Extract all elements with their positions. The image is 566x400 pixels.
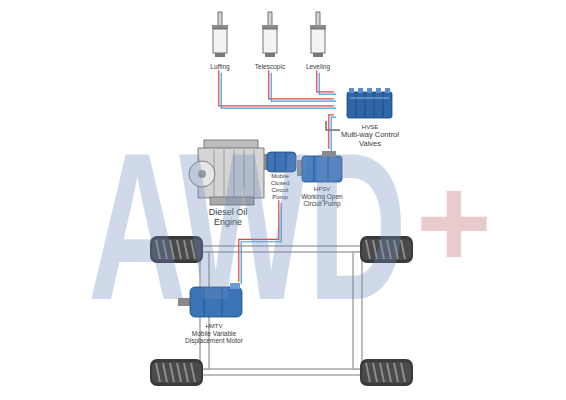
- watermark: AWD: [88, 122, 406, 332]
- component-picture-area: [335, 88, 405, 124]
- component: Leveling: [296, 18, 340, 70]
- component-label: Diesel Oil Engine: [199, 207, 257, 228]
- component-label: Working Open Circuit Pump: [298, 193, 346, 208]
- hydraulic-line: [269, 70, 336, 101]
- hydraulic-hose: [331, 117, 336, 151]
- tire: [360, 359, 413, 386]
- component: Telescopic: [248, 18, 292, 70]
- hydraulic-line: [219, 70, 336, 108]
- component-picture-area: [178, 283, 250, 323]
- model-code: HPSV: [298, 186, 346, 193]
- component-label: Luffing: [200, 63, 240, 70]
- tire: [150, 359, 203, 386]
- component-label: Mobile Closed Circuit Pump: [265, 173, 295, 201]
- hydraulic-hose: [271, 73, 336, 102]
- hydraulic-line: [317, 70, 336, 94]
- tire: [150, 236, 203, 263]
- component: HPSVWorking Open Circuit Pump: [298, 150, 346, 208]
- component: Diesel Oil Engine: [192, 140, 264, 228]
- model-code: HMTV: [178, 323, 250, 330]
- component: HVSEMulti-way Control Valves: [335, 88, 405, 148]
- hydraulic-cylinder: [212, 12, 228, 57]
- component-label: Mobile Variable Displacement Motor: [178, 330, 250, 345]
- hydraulic-hose: [219, 70, 334, 106]
- component-label: Leveling: [296, 63, 340, 70]
- component-picture-area: [192, 140, 264, 207]
- model-code: HVSE: [335, 124, 405, 131]
- hydraulic-hose: [221, 73, 336, 109]
- hydraulic-line: [329, 115, 336, 151]
- hydraulic-hose: [319, 73, 336, 95]
- hydraulic-cylinder: [262, 12, 278, 57]
- component-label: Telescopic: [248, 63, 292, 70]
- component: HMTVMobile Variable Displacement Motor: [178, 283, 250, 345]
- hydraulic-cylinder: [310, 12, 326, 57]
- variable-motor: [178, 283, 242, 317]
- component: Mobile Closed Circuit Pump: [264, 150, 296, 201]
- component-picture-area: [248, 18, 292, 63]
- closed-circuit-pump: [264, 152, 296, 172]
- component-picture-area: [200, 18, 240, 63]
- tire: [360, 236, 413, 263]
- component: Luffing: [200, 18, 240, 70]
- diesel-engine: [189, 140, 264, 205]
- open-circuit-pump: [297, 151, 342, 182]
- component-label: Multi-way Control Valves: [335, 131, 405, 148]
- component-picture-area: [298, 150, 346, 186]
- component-picture-area: [264, 150, 296, 173]
- component-picture-area: [296, 18, 340, 63]
- watermark: +: [416, 157, 492, 287]
